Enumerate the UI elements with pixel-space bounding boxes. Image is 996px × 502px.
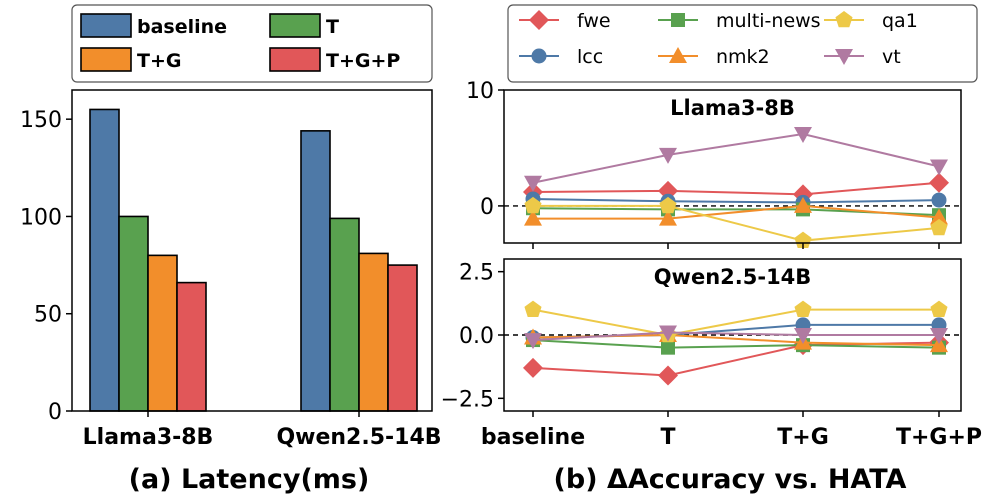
bar-llama3-8b-baseline <box>89 108 120 412</box>
series-line-multi-news <box>532 339 940 349</box>
series-line-vt <box>532 331 939 342</box>
point-lcc-t-g-p <box>931 192 947 208</box>
bar-llama3-8b-t <box>118 215 149 412</box>
point-qa1-t-g-p <box>930 218 948 236</box>
x-tick-label: T+G+P <box>896 425 982 450</box>
point-nmk2-t-g-p <box>930 336 948 353</box>
series-line-fwe <box>532 341 940 377</box>
point-nmk2-baseline <box>524 209 542 226</box>
legend-marker-multi-news <box>671 13 685 27</box>
latency-legend: baseline T T+G T+G+P <box>80 13 400 72</box>
legend-label-multi-news: multi-news <box>716 10 821 32</box>
legend-marker-vt <box>835 49 853 65</box>
caption-latency: (a) Latency(ms) <box>129 464 370 495</box>
legend-label-vt: vt <box>882 46 901 68</box>
point-vt-t <box>659 147 677 164</box>
point-nmk2-t-g-p <box>930 208 948 225</box>
x-tick-label: Qwen2.5-14B <box>276 425 441 450</box>
point-fwe-baseline <box>523 357 543 378</box>
point-qa1-baseline <box>524 196 542 214</box>
y-tick-label: 150 <box>20 108 62 133</box>
legend-swatch-t <box>269 13 321 38</box>
series-line-vt <box>532 133 940 184</box>
bar-llama3-8b-t-g <box>147 254 178 412</box>
point-vt-t-g <box>794 328 812 344</box>
point-qa1-t <box>659 196 677 214</box>
accuracy-panel-qwen2-5-14b: Qwen2.5-14B 2.5 0.0 −2.5 baseline T T+G T+G+P <box>441 258 982 450</box>
latency-plot-frame <box>71 89 433 412</box>
series-line-lcc <box>532 197 940 204</box>
legend-label-qa1: qa1 <box>882 10 918 32</box>
point-vt-t-g <box>794 127 812 144</box>
y-tick-label: 0 <box>480 195 494 220</box>
point-vt-t <box>659 325 677 342</box>
accuracy-legend-frame <box>507 4 978 83</box>
point-nmk2-t-g <box>794 196 812 213</box>
legend-marker-nmk2 <box>669 47 687 63</box>
x-tick-label: T <box>660 425 675 450</box>
legend-label-t: T <box>326 16 339 38</box>
point-vt-t-g-p <box>930 159 948 176</box>
panel-title: Qwen2.5-14B <box>654 265 812 289</box>
point-vt-t-g-p <box>930 328 948 344</box>
x-tick-label: baseline <box>481 425 585 450</box>
legend-swatch-baseline <box>80 13 132 38</box>
legend-label-t-g-p: T+G+P <box>326 50 400 72</box>
legend-label-lcc: lcc <box>577 46 603 68</box>
legend-marker-qa1 <box>835 11 853 28</box>
bar-qwen2-5-14b-t-g <box>358 252 389 412</box>
point-multi-news-t <box>661 340 675 355</box>
series-line-fwe <box>532 181 940 196</box>
legend-marker-fwe <box>529 10 549 30</box>
legend-swatch-t-g-p <box>269 47 321 72</box>
panel-title: Llama3-8B <box>670 96 795 120</box>
legend-label-t-g: T+G <box>137 50 181 72</box>
point-fwe-t-g-p <box>929 172 949 193</box>
accuracy-panel-llama3-8b: Llama3-8B 10 0 <box>466 79 962 249</box>
point-vt-baseline <box>524 175 542 192</box>
point-qa1-t-g <box>794 231 812 248</box>
point-vt-baseline <box>524 333 542 350</box>
series-line-qa1 <box>533 204 940 242</box>
caption-accuracy: (b) ΔAccuracy vs. HATA <box>554 464 907 495</box>
accuracy-plot-frame <box>503 89 962 244</box>
y-tick-label: 0 <box>48 400 62 425</box>
bar-llama3-8b-t-g-p <box>176 281 207 412</box>
series-line-nmk2 <box>533 204 940 220</box>
series-line-qa1 <box>532 308 939 337</box>
bar-qwen2-5-14b-baseline <box>300 130 331 412</box>
y-tick-label: 2.5 <box>459 261 494 286</box>
x-tick-label: T+G <box>777 425 829 450</box>
x-tick-label: Llama3-8B <box>83 425 214 450</box>
latency-legend-frame <box>71 4 433 83</box>
bar-qwen2-5-14b-t <box>329 217 360 412</box>
legend-label-fwe: fwe <box>577 10 611 32</box>
bar-qwen2-5-14b-t-g-p <box>387 264 418 412</box>
legend-swatch-t-g <box>80 47 132 72</box>
y-tick-label: 10 <box>466 79 494 104</box>
legend-label-nmk2: nmk2 <box>716 46 770 68</box>
y-tick-label: 0.0 <box>459 324 494 349</box>
legend-label-baseline: baseline <box>137 16 227 38</box>
point-nmk2-t <box>659 209 677 226</box>
y-tick-label: 100 <box>20 205 62 230</box>
point-qa1-t-g <box>794 300 812 317</box>
legend-marker-lcc <box>531 48 547 64</box>
latency-bar-chart: Llama3-8B Qwen2.5-14B 0 50 100 150 <box>20 89 442 450</box>
y-tick-label: −2.5 <box>441 387 494 412</box>
point-qa1-baseline <box>524 300 542 317</box>
point-fwe-t <box>658 365 678 386</box>
accuracy-legend: fwe lcc multi-news nmk2 qa1 vt <box>519 10 918 68</box>
y-tick-label: 50 <box>34 303 62 328</box>
point-qa1-t-g-p <box>930 300 948 317</box>
